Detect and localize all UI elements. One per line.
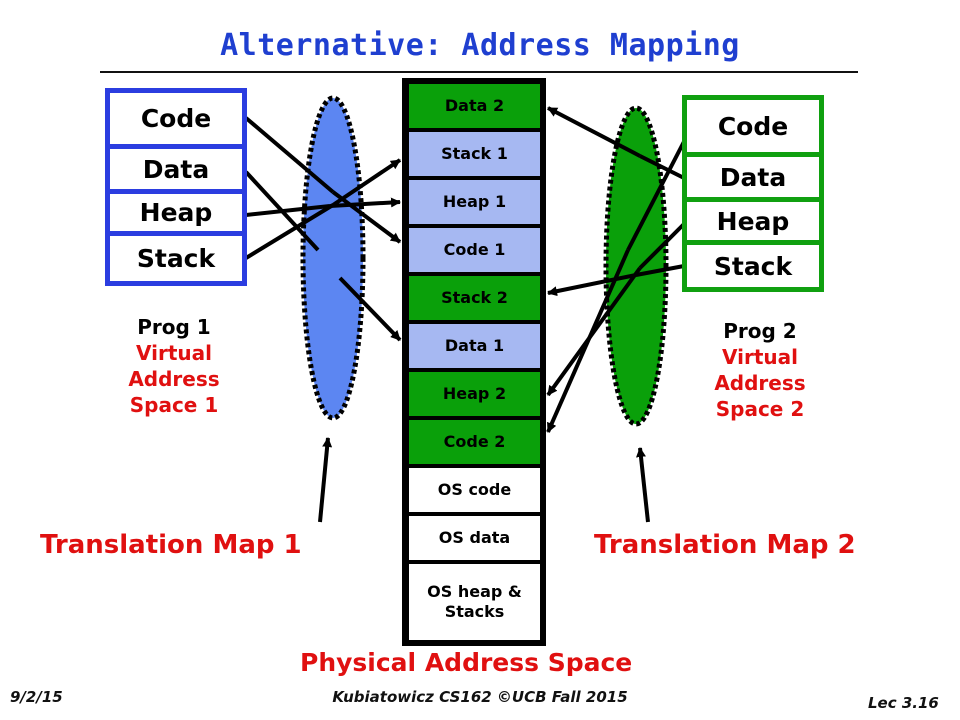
prog2-code-label: Code — [717, 111, 789, 141]
translation-map-2-ellipse — [603, 105, 669, 427]
prog2-caption-line2: Virtual — [722, 345, 798, 369]
arrow-heap2-out — [546, 266, 642, 397]
prog1-caption-line4: Space 1 — [129, 393, 219, 417]
phys-segment-label: Data 2 — [444, 96, 505, 115]
prog1-code-segment: Code — [105, 88, 247, 149]
phys-segment-label: Data 1 — [444, 336, 505, 355]
prog2-caption-line1: Prog 2 — [723, 319, 797, 343]
phys-segment-label: Stack 1 — [441, 144, 508, 163]
phys-segment-stack-1: Stack 1 — [409, 132, 540, 176]
prog1-heap-label: Heap — [139, 198, 213, 227]
prog1-caption: Prog 1 Virtual Address Space 1 — [104, 314, 244, 418]
phys-segment-label: Stack 2 — [441, 288, 508, 307]
prog2-caption-line4: Space 2 — [715, 397, 805, 421]
arrow-data2-in — [639, 154, 685, 180]
translation-map-1-ellipse — [300, 95, 366, 421]
arrow-heap1-out — [329, 197, 401, 208]
prog1-caption-line1: Prog 1 — [137, 315, 211, 339]
arrow-data2-out — [547, 106, 641, 158]
pointer-translation-map-2 — [635, 447, 650, 523]
arrow-stack2-in — [635, 264, 685, 277]
phys-segment-label-line2: Stacks — [444, 602, 505, 621]
prog2-data-segment: Data — [682, 152, 824, 202]
arrow-heap2-in — [638, 222, 686, 270]
footer-date: 9/2/15 — [10, 688, 63, 706]
translation-map-1-label: Translation Map 1 — [40, 530, 302, 560]
arrow-code1-out — [331, 190, 402, 244]
phys-segment-os-code: OS code — [409, 468, 540, 512]
translation-map-2-label: Translation Map 2 — [594, 530, 856, 560]
phys-segment-label: OS data — [438, 528, 511, 547]
phys-segment-heap-1: Heap 1 — [409, 180, 540, 224]
title-underline — [100, 71, 858, 73]
arrow-code1-in — [244, 116, 335, 194]
prog1-caption-line3: Address — [128, 367, 220, 391]
prog2-caption: Prog 2 Virtual Address Space 2 — [690, 318, 830, 422]
footer-course: Kubiatowicz CS162 ©UCB Fall 2015 — [332, 688, 628, 706]
physical-address-space-label: Physical Address Space — [300, 648, 633, 677]
phys-segment-label: OS code — [437, 480, 512, 499]
prog2-stack-label: Stack — [713, 251, 793, 281]
phys-segment-label: Heap 2 — [442, 384, 507, 403]
phys-segment-label: OS heap & — [427, 582, 522, 601]
prog1-heap-segment: Heap — [105, 189, 247, 236]
prog2-code-segment: Code — [682, 95, 824, 157]
phys-segment-os-heap: OS heap &Stacks — [409, 564, 540, 640]
phys-segment-heap-2: Heap 2 — [409, 372, 540, 416]
prog1-stack-segment: Stack — [105, 231, 247, 286]
slide-title: Alternative: Address Mapping — [220, 28, 740, 63]
prog1-code-label: Code — [140, 104, 212, 133]
phys-segment-data-1: Data 1 — [409, 324, 540, 368]
prog2-caption-line3: Address — [714, 371, 806, 395]
phys-segment-data-2: Data 2 — [409, 84, 540, 128]
phys-segment-os-data: OS data — [409, 516, 540, 560]
pointer-translation-map-1 — [318, 437, 333, 523]
prog1-stack-label: Stack — [136, 244, 216, 273]
phys-segment-code-1: Code 1 — [409, 228, 540, 272]
prog2-heap-label: Heap — [716, 206, 790, 236]
prog1-caption-line2: Virtual — [136, 341, 212, 365]
arrow-data1-out — [338, 276, 402, 342]
prog2-stack-segment: Stack — [682, 240, 824, 292]
footer-lecture: Lec 3.16 — [868, 694, 939, 712]
prog1-data-label: Data — [142, 154, 210, 184]
phys-segment-label: Code 1 — [443, 240, 506, 259]
phys-segment-code-2: Code 2 — [409, 420, 540, 464]
phys-segment-label: Code 2 — [443, 432, 506, 451]
prog1-data-segment: Data — [105, 144, 247, 194]
arrow-stack1-in — [244, 203, 335, 260]
phys-segment-label: Heap 1 — [442, 192, 507, 211]
arrow-stack2-out — [547, 273, 637, 297]
arrow-code2-in — [626, 129, 692, 251]
prog2-heap-segment: Heap — [682, 197, 824, 245]
arrow-heap1-in — [245, 204, 331, 217]
arrow-stack1-out — [331, 158, 402, 207]
prog2-data-label: Data — [719, 162, 787, 192]
phys-segment-stack-2: Stack 2 — [409, 276, 540, 320]
